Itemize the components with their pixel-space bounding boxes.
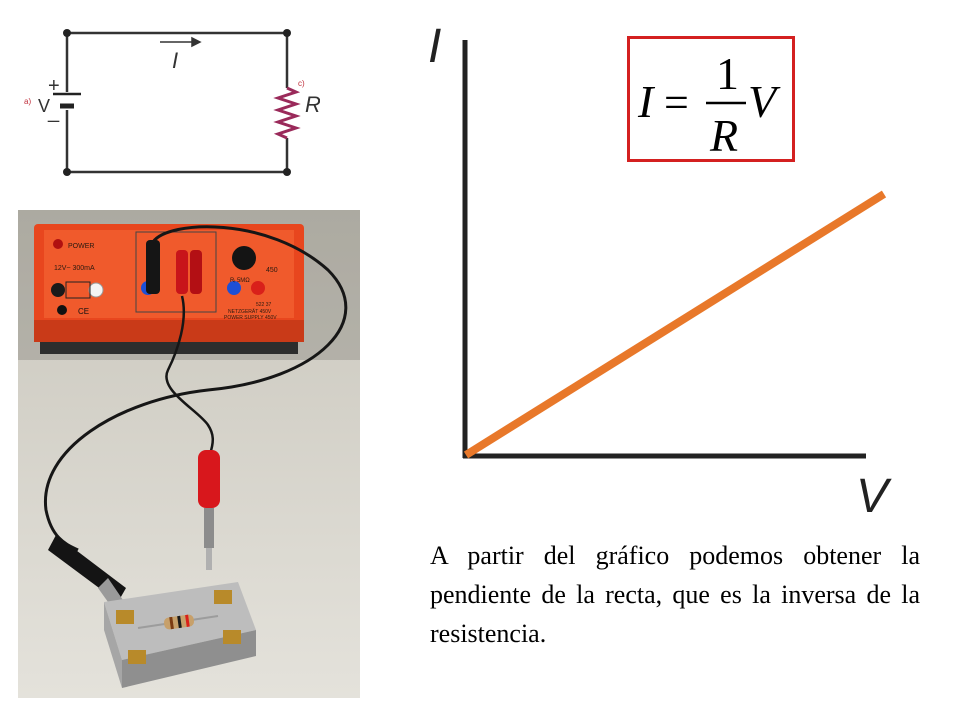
circuit-wires (65, 31, 289, 174)
formula-lhs: I (637, 76, 656, 127)
resistor-component (137, 614, 219, 630)
white-socket (88, 282, 104, 298)
minus-sign: _ (47, 101, 60, 123)
device-line2: POWER SUPPLY 450V (224, 315, 277, 321)
voltage-label: 12V~ 300mA (54, 265, 95, 272)
ce-mark: CE (78, 307, 89, 316)
red-socket (251, 281, 265, 295)
formula-box: I = 1 R V (627, 36, 795, 162)
current-label: I (172, 48, 178, 73)
apparatus-illustration: POWER 12V~ 300mA CE 450 Rᵢ 5MΩ 522 37 NE… (18, 210, 360, 698)
power-label: POWER (68, 243, 94, 250)
x-axis-label: V (856, 470, 892, 523)
resistor-symbol (273, 86, 301, 140)
circuit-diagram: I R c) + _ V a) (24, 29, 320, 176)
formula-denominator: R (709, 110, 738, 159)
power-led (53, 239, 63, 249)
blue-socket-right (227, 281, 241, 295)
dial-knob (232, 246, 256, 270)
black-socket-left (51, 283, 65, 297)
battery-symbol (53, 92, 81, 109)
formula-numerator: 1 (716, 48, 739, 99)
circuit-nodes (63, 29, 291, 176)
resistor-marker: c) (298, 79, 305, 88)
apparatus-photo: POWER 12V~ 300mA CE 450 Rᵢ 5MΩ 522 37 NE… (18, 210, 360, 698)
black-wire (44, 225, 348, 552)
formula-variable: V (748, 76, 781, 127)
model-label: 522 37 (256, 302, 272, 308)
red-probe (198, 450, 220, 570)
resistor-label: R (305, 92, 320, 117)
resistance-label: Rᵢ 5MΩ (230, 278, 250, 284)
iv-line (463, 190, 887, 459)
ohms-law-formula: I = 1 R V (637, 48, 781, 161)
current-arrow (160, 36, 202, 48)
power-supply: POWER 12V~ 300mA CE 450 Rᵢ 5MΩ 522 37 NE… (34, 224, 304, 354)
scale-label: 450 (266, 267, 278, 274)
supply-plugs (146, 240, 202, 294)
explanation-text: A partir del gráfico podemos obtener la … (430, 541, 920, 648)
device-line1: NETZGERÄT 450V (228, 308, 272, 315)
iv-graph: I V (428, 20, 892, 523)
battery-marker: a) (24, 97, 31, 106)
red-wire (165, 295, 214, 455)
plus-sign: + (48, 75, 60, 97)
formula-equals: = (664, 78, 689, 127)
battery-label: V (38, 96, 50, 116)
y-axis-label: I (428, 20, 441, 73)
